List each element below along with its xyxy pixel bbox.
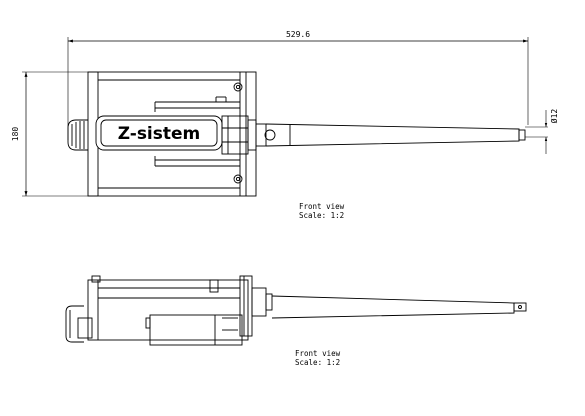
height-dimension-label: 180 <box>11 127 20 142</box>
antenna-nut <box>264 129 276 141</box>
side-antenna-tip <box>513 302 527 312</box>
front-view-bottom <box>65 275 527 346</box>
antenna-shaft <box>265 123 520 147</box>
view-caption-top-scale: Scale: 1:2 <box>299 211 344 220</box>
view-caption-top: Front view Scale: 1:2 <box>299 202 345 220</box>
side-rear-connector <box>65 305 84 343</box>
height-dimension: 180 <box>11 71 98 197</box>
diameter-dimension: Ø12 <box>525 109 559 154</box>
view-caption-bottom-scale: Scale: 1:2 <box>295 358 340 367</box>
diameter-dimension-label: Ø12 <box>549 109 559 124</box>
endcap-left <box>67 119 88 151</box>
antenna-tip <box>518 129 526 141</box>
view-caption-bottom: Front view Scale: 1:2 <box>295 349 341 367</box>
length-dimension: 529.6 <box>67 30 529 140</box>
mount-hole-bottom-right <box>233 174 243 184</box>
connector-block <box>221 115 249 155</box>
brand-label: Z-sistem <box>118 124 201 144</box>
side-antenna-shaft <box>271 295 515 319</box>
view-caption-bottom-name: Front view <box>295 349 341 358</box>
front-view-top <box>67 71 526 197</box>
mount-hole-top-right <box>233 82 243 92</box>
antenna-base <box>255 123 267 147</box>
side-frame <box>87 279 249 341</box>
length-dimension-label: 529.6 <box>286 30 310 39</box>
side-lower-box <box>149 314 243 346</box>
view-caption-top-name: Front view <box>299 202 345 211</box>
